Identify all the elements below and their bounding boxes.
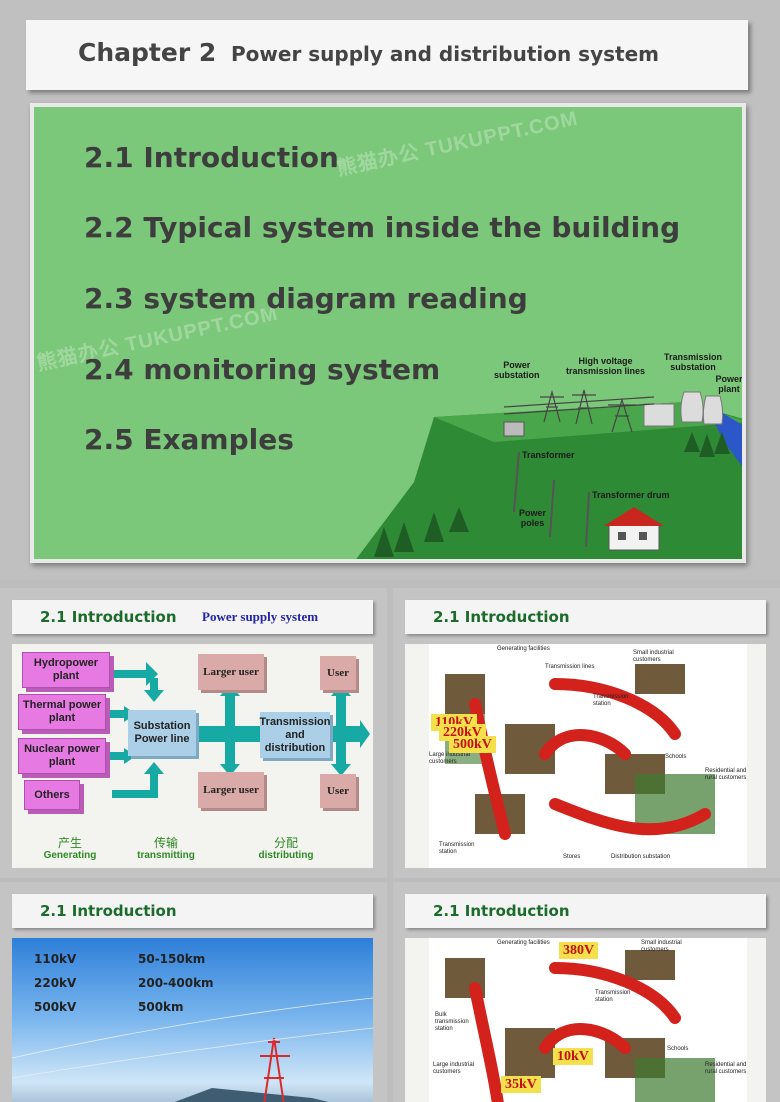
slide-title: 2.1 Introduction (40, 608, 177, 626)
grid-scene-svg (429, 644, 747, 868)
large-industrial-label: Large industrial customers (429, 752, 471, 765)
power-grid-scene-svg (356, 389, 742, 559)
slide-title: 2.1 Introduction (40, 902, 177, 920)
larger-user-top: Larger user (198, 654, 264, 690)
grid-illustration: Generating facilities Transmission lines… (405, 644, 766, 868)
transmission-station-label: Transmission station (595, 990, 631, 1003)
generating-facilities-label: Generating facilities (497, 646, 550, 652)
slide-thumbnail-distribution[interactable]: 2.1 Introduction Generating facilities S… (393, 882, 780, 1102)
transmission-tower-photo: 110kV 50-150km 220kV 200-400km 500kV 500… (12, 938, 373, 1102)
slide-title-bar: Chapter 2 Power supply and distribution … (26, 20, 748, 90)
hv-lines-label: High voltage transmission lines (566, 356, 646, 376)
schools-label: Schools (667, 1046, 689, 1052)
transformer-drum-label: Transformer drum (592, 490, 670, 500)
distribution-substation-label: Distribution substation (611, 854, 671, 860)
toc-item-typical-system[interactable]: 2.2 Typical system inside the building (84, 211, 681, 244)
main-slide[interactable]: Chapter 2 Power supply and distribution … (0, 0, 780, 580)
user-bottom: User (320, 774, 356, 808)
transmission-lines-label: Transmission lines (545, 664, 595, 670)
distance-220kv: 200-400km (138, 976, 214, 990)
larger-user-bottom: Larger user (198, 772, 264, 808)
caption-distributing-cn: 分配 (273, 836, 298, 850)
voltage-tag-10kv: 10kV (553, 1048, 593, 1065)
small-industrial-label: Small industrial customers (633, 650, 674, 663)
transmission-substation-label: Transmission substation (664, 352, 723, 372)
power-grid-illustration: Power substation High voltage transmissi… (354, 352, 743, 559)
source-hydropower: Hydropower plant (22, 652, 110, 688)
power-substation-label: Power substation (494, 360, 540, 380)
voltage-220kv: 220kV (34, 976, 77, 990)
caption-generating: Generating (43, 850, 97, 861)
power-poles-label: Power poles (519, 508, 547, 528)
bulk-station-label: Bulk transmission station (435, 1012, 469, 1032)
slide-header: 2.1 Introduction (405, 894, 766, 928)
voltage-500kv: 500kV (34, 1000, 77, 1014)
slide-thumbnail-voltage-distance[interactable]: 2.1 Introduction 110kV 50-150km 220kV 20… (0, 882, 387, 1102)
slide-header: 2.1 Introduction (12, 894, 373, 928)
power-plant-label: Power plant (715, 374, 743, 394)
source-nuclear: Nuclear power plant (18, 738, 106, 774)
transmission-station-label: Transmission station (593, 694, 629, 707)
distribution-illustration: Generating facilities Small industrial c… (405, 938, 766, 1102)
chapter-label: Chapter 2 (78, 38, 217, 67)
flow-arrows-svg (108, 662, 370, 798)
slide-thumbnail-transmission[interactable]: 2.1 Introduction Generating facilities T… (393, 588, 780, 878)
voltage-tag-35kv: 35kV (501, 1076, 541, 1093)
slide-header: 2.1 Introduction (405, 600, 766, 634)
slide-thumbnail-supply-system[interactable]: 2.1 Introduction Power supply system (0, 588, 387, 878)
voltage-tag-500kv: 500kV (449, 736, 496, 753)
large-industrial-label: Large industrial customers (433, 1062, 475, 1075)
transmission-distribution-box: Transmission and distribution (260, 712, 330, 758)
residential-label: Residential and rural customers (705, 768, 747, 781)
toc-item-monitoring[interactable]: 2.4 monitoring system (84, 353, 441, 386)
supply-system-diagram: Hydropower plant Thermal power plant Nuc… (12, 644, 373, 868)
toc-item-introduction[interactable]: 2.1 Introduction (84, 141, 339, 174)
residential-label: Residential and rural customers (705, 1062, 747, 1075)
transformer-label: Transformer (522, 450, 575, 460)
watermark: 熊猫办公 TUKUPPT.COM (334, 107, 581, 181)
slide-title: 2.1 Introduction (433, 902, 570, 920)
voltage-110kv: 110kV (34, 952, 77, 966)
toc-item-diagram-reading[interactable]: 2.3 system diagram reading (84, 282, 528, 315)
chapter-title: Power supply and distribution system (231, 42, 659, 66)
tower-photo-svg (12, 997, 373, 1102)
generating-facilities-label: Generating facilities (497, 940, 550, 946)
transmission-station-2-label: Transmission station (439, 842, 475, 855)
user-top: User (320, 656, 356, 690)
stores-label: Stores (563, 854, 581, 860)
distance-110kv: 50-150km (138, 952, 206, 966)
caption-transmitting-cn: 传输 (153, 836, 178, 850)
slide-header: 2.1 Introduction Power supply system (12, 600, 373, 634)
source-thermal: Thermal power plant (18, 694, 106, 730)
slide-subtitle: Power supply system (202, 609, 319, 624)
caption-generating-cn: 产生 (57, 836, 82, 850)
small-industrial-label: Small industrial customers (641, 940, 682, 953)
toc-item-examples[interactable]: 2.5 Examples (84, 423, 294, 456)
schools-label: Schools (665, 754, 687, 760)
distance-500kv: 500km (138, 1000, 184, 1014)
caption-transmitting: transmitting (137, 850, 195, 861)
content-panel: 熊猫办公 TUKUPPT.COM 熊猫办公 TUKUPPT.COM 熊猫办公 T… (30, 103, 746, 563)
voltage-tag-380v: 380V (559, 942, 599, 959)
caption-distributing: distributing (258, 850, 314, 861)
slide-title: 2.1 Introduction (433, 608, 570, 626)
source-others: Others (24, 780, 80, 810)
substation-box: Substation Power line (128, 710, 196, 756)
distribution-scene-svg (429, 938, 747, 1102)
